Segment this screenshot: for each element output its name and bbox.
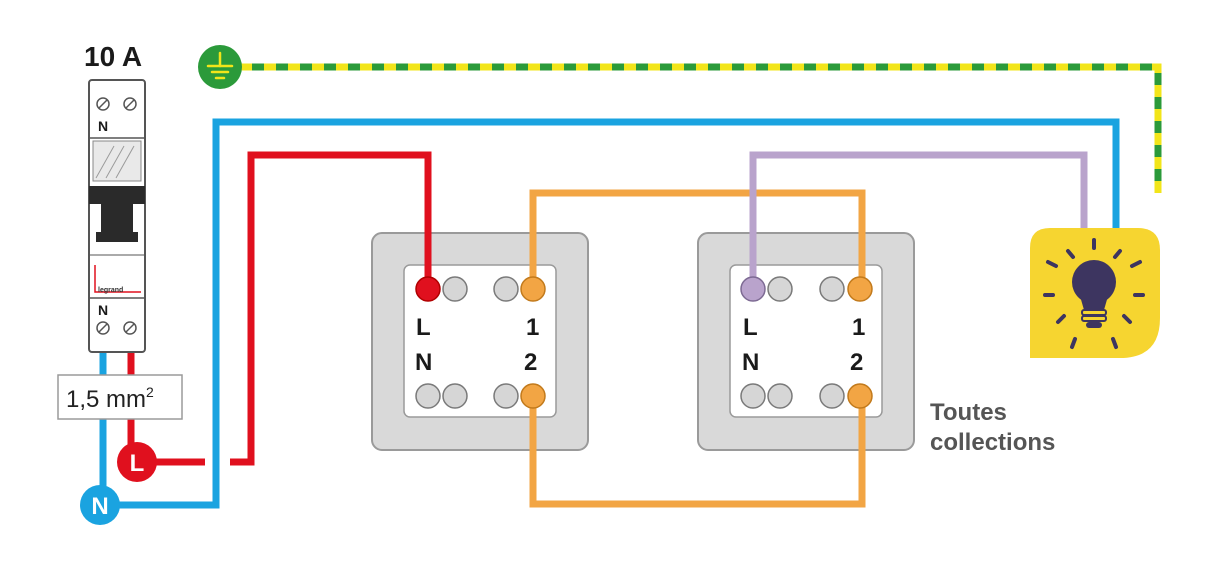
line-badge-label: L [130, 450, 145, 477]
switch-2-label-2: 2 [850, 349, 863, 376]
switch-2 [697, 232, 915, 451]
cable-section-exponent: 2 [146, 384, 154, 400]
neutral-badge-label: N [91, 493, 108, 520]
switch-1-mechanism [403, 264, 557, 418]
switch-2-terminals [740, 276, 873, 409]
switch-2-label-1: 1 [852, 314, 865, 341]
switch-1-terminals [415, 276, 546, 409]
switch-1-label-l: L [416, 314, 431, 341]
light-bulb-icon [1043, 238, 1145, 349]
circuit-breaker: 10 A N legrand N [84, 41, 146, 353]
caption-line-1: Toutes [930, 399, 1007, 426]
lamp [1030, 228, 1160, 358]
earth-wire [240, 63, 1162, 193]
cable-section-value: 1,5 mm2 [66, 384, 154, 413]
breaker-terminal-bottom: N [98, 302, 108, 318]
neutral-badge: N [80, 485, 120, 525]
switch-1-terminal-l [415, 276, 441, 302]
breaker-terminal-top: N [98, 118, 108, 134]
breaker-brand: legrand [98, 287, 123, 294]
neutral-wire [99, 118, 1120, 509]
switch-1-label-2: 2 [524, 349, 537, 376]
earth-badge [198, 45, 242, 89]
switch-2-label-n: N [742, 349, 759, 376]
switch-1-label-n: N [415, 349, 432, 376]
switch-2-terminal-1 [847, 276, 873, 302]
switch-1-terminal-2 [520, 383, 546, 409]
traveler-wire-2 [529, 396, 866, 508]
switch-2-terminal-l [740, 276, 766, 302]
switch-1-terminal-1 [520, 276, 546, 302]
cable-section-label: 1,5 mm2 [57, 374, 183, 420]
screw-icon [96, 321, 137, 335]
switch-2-terminal-2 [847, 383, 873, 409]
caption-line-2: collections [930, 429, 1055, 456]
breaker-rating: 10 A [84, 41, 142, 72]
switch-1 [371, 232, 589, 451]
switch-1-label-1: 1 [526, 314, 539, 341]
traveler-wire-1 [529, 189, 866, 289]
phase-wire-switch [230, 151, 432, 466]
line-badge: L [117, 442, 157, 482]
switch-2-mechanism [729, 264, 883, 418]
screw-icon [96, 97, 137, 111]
switch-2-label-l: L [743, 314, 758, 341]
return-wire [749, 151, 1088, 289]
earth-ground-icon [206, 51, 234, 80]
